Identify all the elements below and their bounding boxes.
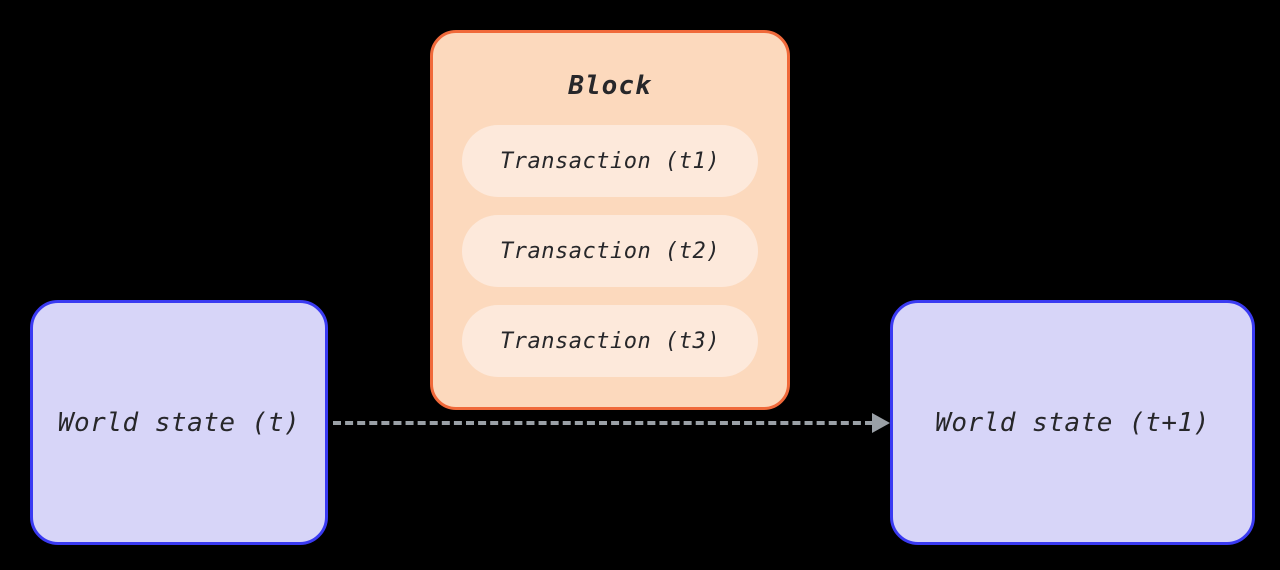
transaction-pill: Transaction (t1)	[462, 125, 758, 197]
transition-arrow-head-icon	[872, 413, 890, 433]
world-state-t-box: World state (t)	[30, 300, 328, 545]
world-state-t1-box: World state (t+1)	[890, 300, 1255, 545]
transaction-t2-label: Transaction (t2)	[500, 238, 720, 264]
world-state-t1-label: World state (t+1)	[935, 407, 1210, 438]
transaction-t1-label: Transaction (t1)	[500, 148, 720, 174]
transaction-pill: Transaction (t3)	[462, 305, 758, 377]
block-title: Block	[568, 71, 652, 101]
transaction-pill: Transaction (t2)	[462, 215, 758, 287]
transaction-t3-label: Transaction (t3)	[500, 328, 720, 354]
block-container: Block Transaction (t1) Transaction (t2) …	[430, 30, 790, 410]
transition-arrow-line	[333, 421, 873, 425]
world-state-t-label: World state (t)	[57, 407, 301, 438]
